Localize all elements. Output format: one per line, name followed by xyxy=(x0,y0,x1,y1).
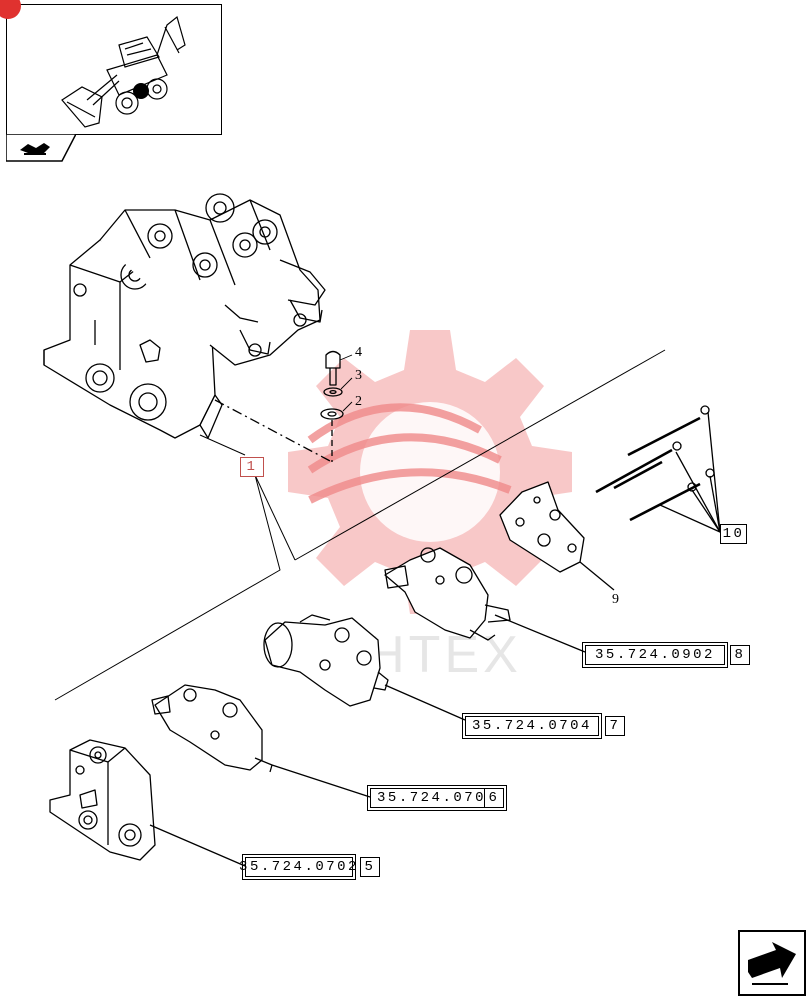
ref-code-0704[interactable]: 35.724.0704 xyxy=(462,713,602,739)
ref-code-0902[interactable]: 35.724.0902 xyxy=(582,642,728,668)
callout-part-9[interactable]: 9 xyxy=(612,592,619,607)
ref-item-7[interactable]: 7 xyxy=(605,716,625,736)
tie-rods-part-10 xyxy=(595,405,721,533)
section-arrow-icon xyxy=(20,143,50,155)
ref-item-6[interactable]: 6 xyxy=(484,788,504,808)
washer-part-3 xyxy=(323,387,343,397)
valve-section-7 xyxy=(263,614,466,721)
ref-item-5[interactable]: 5 xyxy=(360,857,380,877)
callout-part-10[interactable]: 10 xyxy=(720,524,747,544)
section-tab[interactable] xyxy=(5,133,78,162)
callout-main-assembly[interactable]: 1 xyxy=(240,457,264,477)
washer-part-2 xyxy=(320,408,344,420)
callout-part-4[interactable]: 4 xyxy=(355,345,362,360)
location-marker xyxy=(133,83,149,99)
next-page-button[interactable] xyxy=(738,930,806,996)
inlet-section-5 xyxy=(49,739,246,867)
main-valve-block xyxy=(43,193,326,439)
machine-thumbnail xyxy=(0,0,222,135)
ref-item-8[interactable]: 8 xyxy=(730,645,750,665)
callout-part-3[interactable]: 3 xyxy=(355,368,362,383)
ref-code-0702[interactable]: 35.724.0702 xyxy=(239,854,359,880)
bolt-part-4 xyxy=(325,350,341,386)
gear-watermark-icon xyxy=(288,330,572,614)
valve-section-8 xyxy=(384,547,586,653)
next-page-arrow-icon xyxy=(748,942,796,985)
ref-code-0703[interactable]: 35.724.0703 xyxy=(367,785,507,811)
valve-section-6 xyxy=(151,684,371,798)
end-plate-part-9 xyxy=(499,481,615,591)
corner-mark xyxy=(0,0,21,19)
backhoe-loader-icon xyxy=(61,15,186,128)
callout-part-2[interactable]: 2 xyxy=(355,394,362,409)
